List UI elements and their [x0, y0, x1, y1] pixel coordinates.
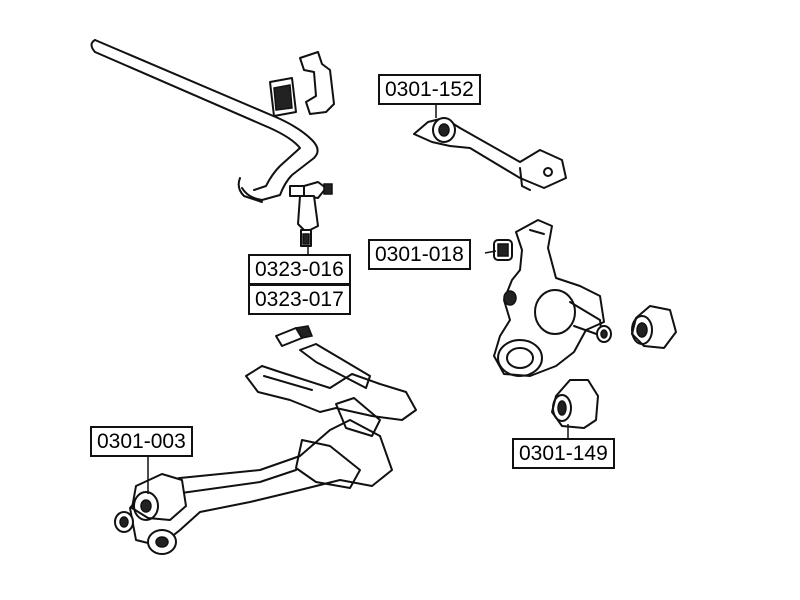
stabilizer-link [289, 181, 333, 247]
lower-bushing [551, 379, 599, 429]
leader-0301-018 [484, 250, 497, 254]
knuckle [493, 219, 612, 377]
knuckle-bushing [493, 239, 513, 261]
leader-lines [147, 104, 569, 494]
label-0301-003: 0301-003 [90, 426, 193, 457]
stabilizer-bushing [269, 51, 335, 117]
label-0301-152: 0301-152 [378, 74, 481, 105]
label-0301-018: 0301-018 [368, 239, 471, 270]
label-0301-149: 0301-149 [512, 438, 615, 469]
label-0323-017: 0323-017 [248, 284, 351, 315]
label-0323-016: 0323-016 [248, 254, 351, 285]
stabilizer-bar [90, 39, 319, 203]
trailing-arm [114, 397, 393, 555]
bolt [275, 325, 314, 347]
hub-bushing [631, 305, 677, 349]
upper-arm [413, 117, 567, 191]
lower-control-arm [245, 343, 417, 421]
